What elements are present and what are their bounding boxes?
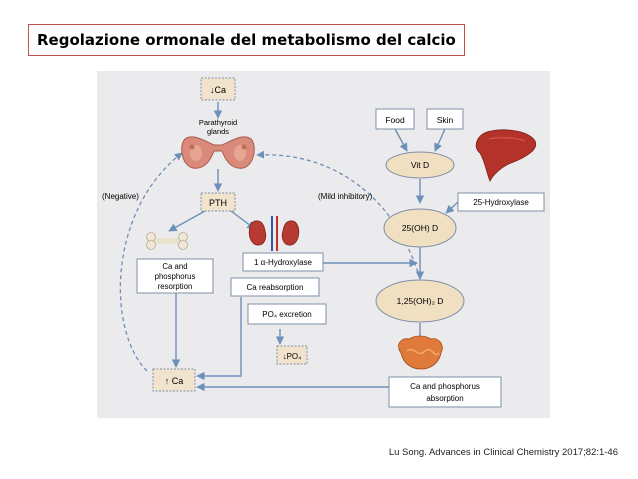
arrow-food-to-vitd [394, 128, 408, 152]
negative-label: (Negative) [102, 192, 139, 201]
mild-inhibitory-label: (Mild inhibitory) [318, 192, 373, 201]
bone-icon [146, 232, 188, 250]
calcium-regulation-diagram: ↓Ca Parathyroid glands PTH (Negative) (M… [97, 71, 550, 418]
intestine-icon [398, 335, 443, 370]
skin-box: Skin [426, 108, 464, 130]
vitd-label: Vit D [411, 160, 429, 170]
ca-low-label: ↓Ca [210, 85, 226, 95]
resorption-label-2: phosphorus [155, 272, 196, 281]
skin-label: Skin [437, 115, 454, 125]
arrow-pth-to-bone [168, 210, 206, 232]
po4-low-box: ↓PO₄ [276, 345, 308, 365]
vitd-ellipse: Vit D [385, 151, 455, 179]
feedback-loops [119, 150, 421, 372]
citation: Lu Song. Advances in Clinical Chemistry … [388, 447, 618, 458]
ca-high-label: ↑ Ca [165, 376, 184, 386]
mild-inhibitory-loop [256, 150, 421, 280]
oh2-d-label: 1,25(OH)₂ D [397, 296, 444, 306]
oh2-d-ellipse: 1,25(OH)₂ D [375, 279, 465, 323]
liver-icon [475, 129, 537, 182]
oh-d-ellipse: 25(OH) D [383, 208, 457, 248]
oh-d-label: 25(OH) D [402, 223, 438, 233]
absorption-label-2: absorption [426, 394, 463, 403]
arrow-25hydroxylase [445, 201, 459, 214]
ca-phos-absorption-box: Ca and phosphorus absorption [388, 376, 502, 408]
ca-reabsorption-label: Ca reabsorption [247, 283, 304, 292]
ca-phos-resorption-box: Ca and [136, 258, 214, 294]
kidney-icon [248, 216, 300, 251]
absorption-label-1: Ca and phosphorus [410, 382, 480, 391]
po4-excretion-box: PO₄ excretion [247, 303, 327, 325]
ca-reabsorption-box: Ca reabsorption [230, 277, 320, 297]
parathyroid-glands: Parathyroid glands [181, 118, 255, 169]
slide-title: Regolazione ormonale del metabolismo del… [28, 24, 465, 56]
ca-low-box: ↓Ca [200, 77, 236, 101]
po4-excretion-label: PO₄ excretion [262, 310, 312, 319]
hydroxylase25-box: 25-Hydroxylase [457, 192, 545, 212]
hydroxylase1a-label: 1 α-Hydroxylase [254, 258, 313, 267]
pth-box: PTH [200, 192, 236, 212]
hydroxylase25-label: 25-Hydroxylase [473, 198, 529, 207]
thyroid-gland-icon [181, 136, 255, 169]
resorption-label-1: Ca and [162, 262, 187, 271]
pth-label: PTH [209, 198, 227, 208]
arrow-skin-to-vitd [434, 128, 446, 152]
food-label: Food [385, 115, 405, 125]
food-box: Food [375, 108, 415, 130]
diagram-canvas: ↓Ca Parathyroid glands PTH (Negative) (M… [102, 77, 545, 408]
parathyroid-label-2: glands [207, 127, 229, 136]
resorption-label-3: resorption [158, 282, 193, 291]
parathyroid-label-1: Parathyroid [199, 118, 237, 127]
po4-low-label: ↓PO₄ [283, 352, 302, 361]
ca-high-box: ↑ Ca [152, 368, 196, 392]
hydroxylase1a-box: 1 α-Hydroxylase [242, 252, 324, 272]
negative-feedback-loop [119, 152, 183, 372]
arrow-reabsorption-to-ca [196, 297, 242, 381]
arrows [168, 102, 459, 392]
